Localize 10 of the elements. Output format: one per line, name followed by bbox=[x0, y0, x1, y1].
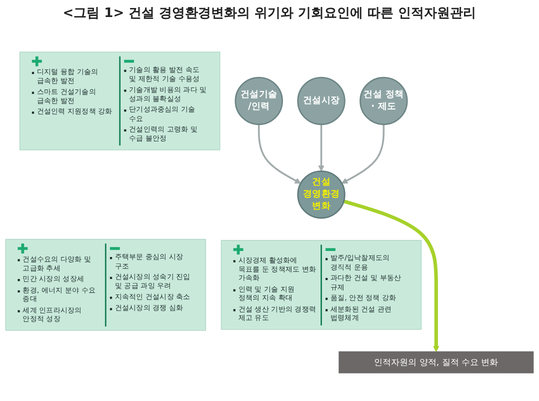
arrow bbox=[343, 200, 440, 352]
node-circle: 건설기술 /인력 bbox=[234, 76, 283, 126]
node-circle: 건설 경영환경 변화 bbox=[297, 170, 346, 219]
arrow bbox=[318, 124, 324, 172]
node-box: 인적자원의 양적, 질적 수요 변화 bbox=[338, 351, 534, 374]
arrow bbox=[258, 124, 301, 184]
node-circle: 건설시장 bbox=[297, 76, 346, 126]
diagram-title: <그림 1> 건설 경영환경변화의 위기와 기회요인에 따른 인적자원관리 bbox=[62, 5, 476, 22]
arrow bbox=[342, 124, 385, 184]
node-circle: 건설 정책 · 제도 bbox=[360, 76, 408, 126]
